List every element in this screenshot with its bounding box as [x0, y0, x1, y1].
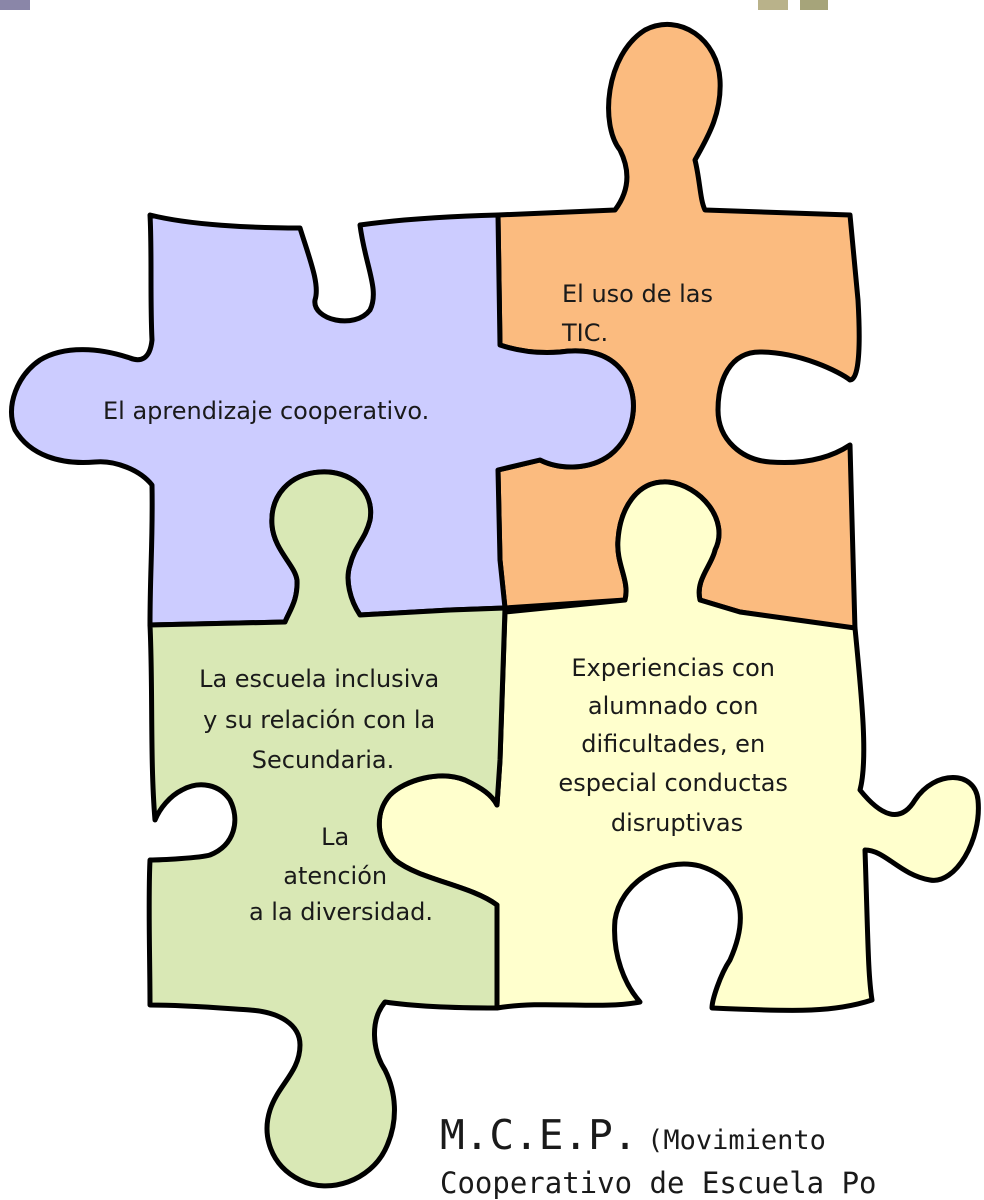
label-yellow-line-2: alumnado con [588, 692, 759, 720]
label-yellow-line-5: disruptivas [611, 809, 743, 837]
label-green-bottom-line-1: La [321, 823, 349, 851]
label-orange-line-2: TIC. [561, 319, 608, 347]
label-yellow-line-4: especial conductas [558, 769, 788, 797]
label-green-top-line-2: y su relación con la [203, 706, 435, 734]
footer-acronym: M.C.E.P. [440, 1111, 638, 1159]
footer-line-1: M.C.E.P. (Movimiento [440, 1113, 877, 1166]
top-edge-fragment-left [0, 0, 30, 10]
label-green-top-line-1: La escuela inclusiva [199, 665, 439, 693]
label-green-bottom-line-2: atención [283, 862, 387, 890]
label-green-top-line-3: Secundaria. [252, 746, 394, 774]
label-yellow: Experiencias con alumnado con dificultad… [558, 654, 795, 837]
label-orange: El uso de las TIC. [561, 280, 721, 347]
label-purple: El aprendizaje cooperativo. [103, 397, 429, 425]
footer-line-1-rest: (Movimiento [647, 1125, 826, 1156]
label-orange-line-1: El uso de las [562, 280, 713, 308]
label-yellow-line-1: Experiencias con [571, 654, 775, 682]
label-green-top: La escuela inclusiva y su relación con l… [199, 665, 447, 774]
footer-line-2: Cooperativo de Escuela Po [440, 1166, 877, 1200]
label-green-bottom: La atención a la diversidad. [249, 823, 433, 926]
top-edge-fragment-mid [758, 0, 788, 10]
footer-caption: M.C.E.P. (Movimiento Cooperativo de Escu… [440, 1113, 877, 1200]
label-yellow-line-3: dificultades, en [581, 730, 765, 758]
puzzle-piece-green [146, 469, 508, 1189]
top-edge-fragment-right [800, 0, 828, 10]
label-green-bottom-line-3: a la diversidad. [249, 898, 433, 926]
